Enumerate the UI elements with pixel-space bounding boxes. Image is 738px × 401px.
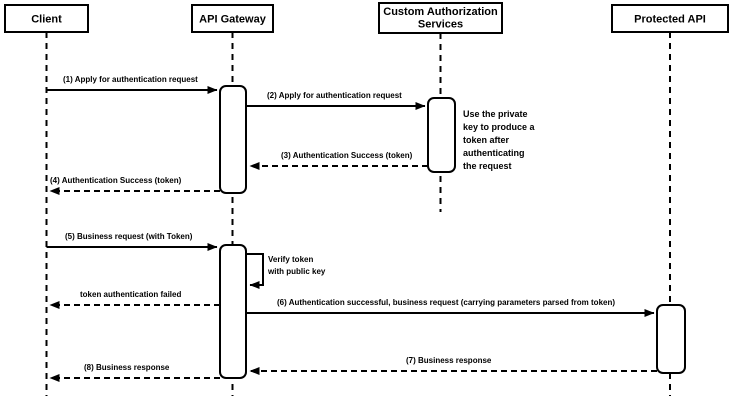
- note-private-key-line1: Use the private: [463, 109, 528, 119]
- note-private-key-line3: token after: [463, 135, 510, 145]
- note-private-key-line2: key to produce a: [463, 122, 536, 132]
- message-5-label: (5) Business request (with Token): [65, 232, 193, 241]
- participant-label-protected-api: Protected API: [634, 14, 706, 26]
- participant-label-api-gateway: API Gateway: [199, 14, 267, 26]
- activation-api-gateway-2: [219, 244, 247, 379]
- message-token-auth-failed-label: token authentication failed: [80, 290, 181, 299]
- note-private-key-line4: authenticating: [463, 148, 525, 158]
- message-2-label: (2) Apply for authentication request: [267, 91, 402, 100]
- self-message-verify-token-arrow: [246, 253, 264, 289]
- message-6-label: (6) Authentication successful, business …: [277, 298, 615, 307]
- self-message-verify-token-line2: with public key: [267, 267, 326, 276]
- participant-label-custom-authorization-line1: Custom Authorization: [383, 6, 498, 18]
- participant-label-client: Client: [31, 14, 62, 26]
- participant-box-custom-authorization-services: [378, 2, 503, 34]
- note-private-key-line5: the request: [463, 161, 512, 171]
- activation-api-gateway-1: [219, 85, 247, 194]
- participant-box-client: [4, 4, 89, 33]
- activation-custom-authorization-services: [427, 97, 456, 173]
- message-8-label: (8) Business response: [84, 363, 170, 372]
- message-1-label: (1) Apply for authentication request: [63, 75, 198, 84]
- message-4-label: (4) Authentication Success (token): [50, 176, 182, 185]
- message-7-label: (7) Business response: [406, 356, 492, 365]
- activation-protected-api: [656, 304, 686, 374]
- message-3-label: (3) Authentication Success (token): [281, 151, 413, 160]
- self-message-verify-token-line1: Verify token: [268, 255, 313, 264]
- participant-label-custom-authorization-line2: Services: [418, 19, 463, 31]
- participant-box-protected-api: [611, 4, 729, 33]
- participant-box-api-gateway: [191, 4, 274, 33]
